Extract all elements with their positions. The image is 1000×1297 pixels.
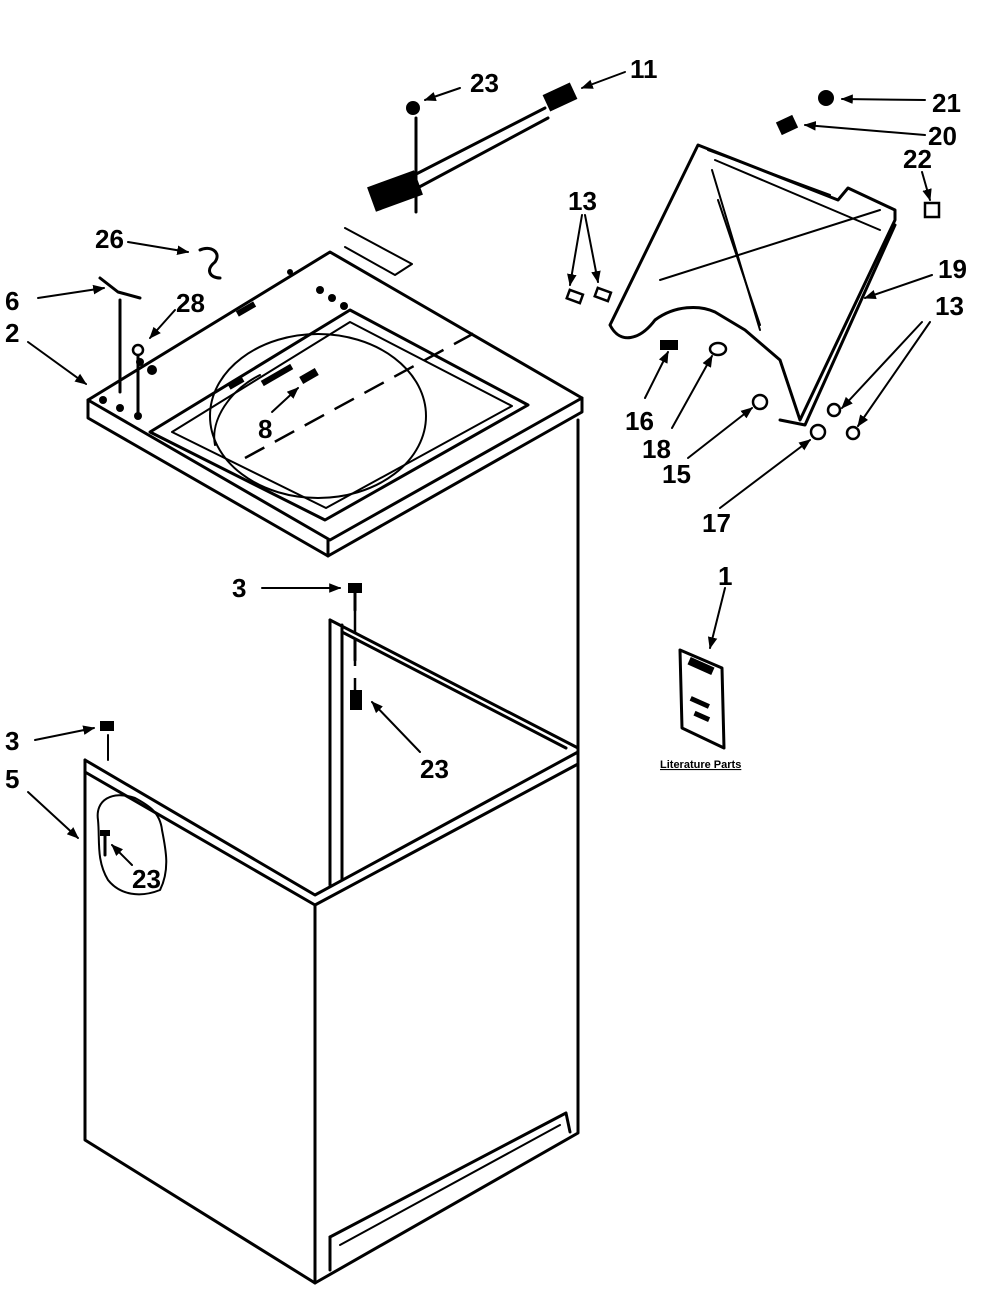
callout-15: 15 bbox=[662, 459, 691, 489]
callout-3-left: 3 bbox=[5, 726, 19, 756]
callout-19: 19 bbox=[938, 254, 967, 284]
callout-16: 16 bbox=[625, 406, 654, 436]
callout-17: 17 bbox=[702, 508, 731, 538]
callout-23-lid-switch: 23 bbox=[470, 68, 499, 98]
callout-13-left: 13 bbox=[568, 186, 597, 216]
top-assembly bbox=[86, 250, 584, 558]
callout-8: 8 bbox=[258, 414, 272, 444]
callout-13-right: 13 bbox=[935, 291, 964, 321]
callout-2: 2 bbox=[5, 318, 19, 348]
leader-lines bbox=[27, 71, 933, 866]
dashed-axis-1 bbox=[244, 328, 481, 460]
callout-23-front: 23 bbox=[132, 864, 161, 894]
callout-26: 26 bbox=[95, 224, 124, 254]
callout-18: 18 bbox=[642, 434, 671, 464]
callout-labels: 23 11 26 6 28 2 8 13 21 20 22 19 13 16 1… bbox=[5, 54, 967, 894]
callout-20: 20 bbox=[928, 121, 957, 151]
callout-23-cabinet: 23 bbox=[420, 754, 449, 784]
callout-6: 6 bbox=[5, 286, 19, 316]
callout-1: 1 bbox=[718, 561, 732, 591]
lid bbox=[565, 90, 941, 441]
cabinet bbox=[83, 418, 580, 1285]
callout-28: 28 bbox=[176, 288, 205, 318]
callout-21: 21 bbox=[932, 88, 961, 118]
callout-11: 11 bbox=[630, 54, 658, 84]
lid-switch bbox=[344, 82, 578, 276]
callout-3-top: 3 bbox=[232, 573, 246, 603]
callout-5: 5 bbox=[5, 764, 19, 794]
literature-parts-label: Literature Parts bbox=[660, 759, 741, 771]
callout-22: 22 bbox=[903, 144, 932, 174]
small-parts bbox=[98, 246, 726, 761]
